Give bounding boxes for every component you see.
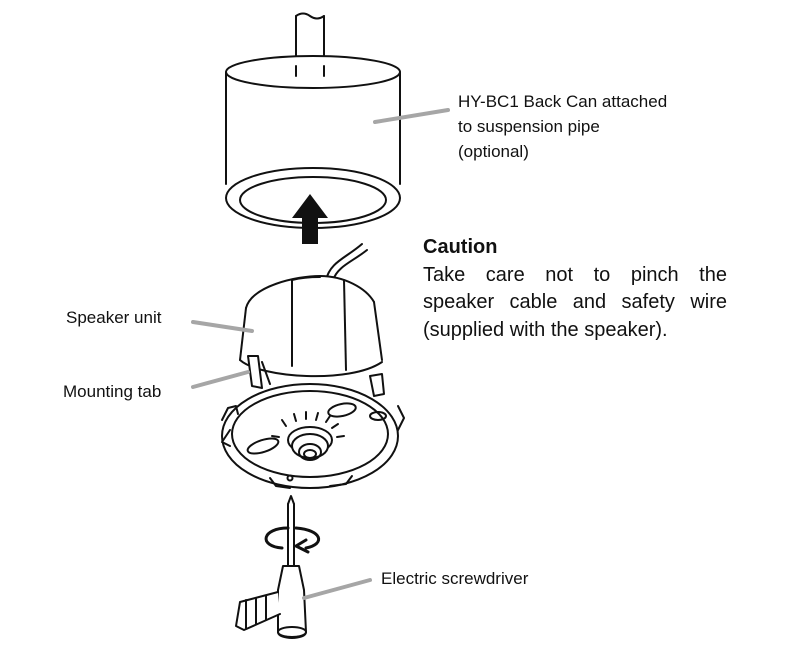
back-can-label-line3: (optional) [458, 142, 529, 161]
caution-body: Take care not to pinch the speaker cable… [423, 262, 727, 345]
caution-line: speaker cable and safety wire [423, 291, 727, 313]
mounting-tab [247, 355, 385, 397]
back-can-leader [373, 108, 450, 124]
back-can-label-line2: to suspension pipe [458, 117, 600, 136]
rotation-arrow-icon [264, 526, 320, 554]
electric-screwdriver [235, 565, 307, 639]
caution-title: Caution [423, 236, 498, 258]
caution-line: Take care not to pinch the [423, 263, 727, 286]
caution-note: Caution Take care not to pinch the speak… [423, 234, 727, 344]
back-can-label: HY-BC1 Back Can attached to suspension p… [458, 89, 667, 164]
screwdriver-bit [287, 495, 295, 567]
mounting-flange [221, 383, 405, 489]
mounting-tab-label: Mounting tab [63, 382, 162, 401]
electric-screwdriver-label: Electric screwdriver [381, 569, 529, 588]
mounting-tab-leader [191, 370, 250, 389]
back-can [225, 55, 401, 229]
speaker-unit-leader [191, 320, 254, 333]
up-arrow-icon [292, 194, 328, 244]
speaker-unit-label: Speaker unit [66, 308, 162, 327]
speaker-unit [239, 275, 383, 378]
screwdriver-leader [302, 578, 372, 600]
speaker-cable [325, 243, 368, 281]
back-can-label-line1: HY-BC1 Back Can attached [458, 92, 668, 111]
caution-line: (supplied with the speaker). [423, 318, 668, 341]
